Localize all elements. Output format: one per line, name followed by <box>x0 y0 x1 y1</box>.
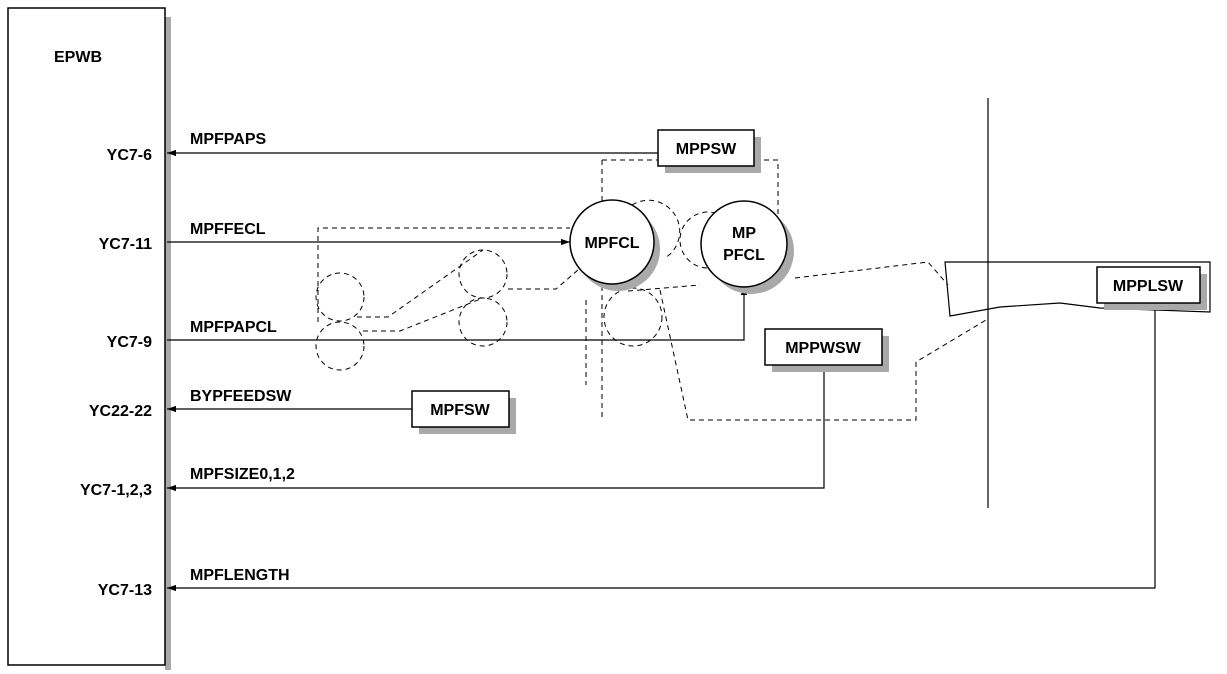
signal-label-mpfpaps: MPFPAPS <box>190 131 266 148</box>
signal-labels: MPFPAPS MPFFECL MPFPAPCL BYPFEEDSW MPFSI… <box>190 131 295 584</box>
pin-label-yc7-13: YC7-13 <box>98 582 152 599</box>
mppsw-label: MPPSW <box>676 141 737 158</box>
mpplsw-label: MPPLSW <box>1113 278 1184 295</box>
mpplsw-switch: MPPLSW <box>1096 266 1207 310</box>
signal-label-mpflength: MPFLENGTH <box>190 567 290 584</box>
pin-labels: YC7-6 YC7-11 YC7-9 YC22-22 YC7-1,2,3 YC7… <box>80 147 152 599</box>
mpfcl-label: MPFCL <box>584 235 639 252</box>
mppfcl-label-line1: MP <box>732 225 756 242</box>
board-title: EPWB <box>54 49 102 66</box>
signal-label-mpffecl: MPFFECL <box>190 221 266 238</box>
pin-label-yc7-9: YC7-9 <box>107 334 152 351</box>
epwb-board: EPWB <box>7 7 171 670</box>
signal-label-mpfsize: MPFSIZE0,1,2 <box>190 466 295 483</box>
mpfcl-clutch: MPFCL <box>569 199 660 291</box>
signal-wires <box>167 149 1156 592</box>
mechanism-outline <box>315 159 987 421</box>
mppsw-switch: MPPSW <box>657 129 761 173</box>
mppfcl-clutch: MP PFCL <box>700 200 794 294</box>
wire-mpflength <box>167 300 1156 592</box>
paper-tray <box>944 98 1211 508</box>
signal-label-bypfeedsw: BYPFEEDSW <box>190 388 292 405</box>
mppwsw-switch: MPPWSW <box>764 328 889 372</box>
pin-label-yc7-11: YC7-11 <box>99 236 152 253</box>
mppfcl-label-line2: PFCL <box>723 247 765 264</box>
wire-mpfpapcl <box>167 286 748 341</box>
pin-label-yc7-6: YC7-6 <box>107 147 152 164</box>
signal-label-mpfpapcl: MPFPAPCL <box>190 319 277 336</box>
mpfsw-label: MPFSW <box>430 402 490 419</box>
pin-label-yc22-22: YC22-22 <box>89 403 152 420</box>
wire-mpfsize <box>167 371 825 492</box>
mppwsw-label: MPPWSW <box>785 340 861 357</box>
mpfsw-switch: MPFSW <box>411 390 516 434</box>
pin-label-yc7-123: YC7-1,2,3 <box>80 482 152 499</box>
